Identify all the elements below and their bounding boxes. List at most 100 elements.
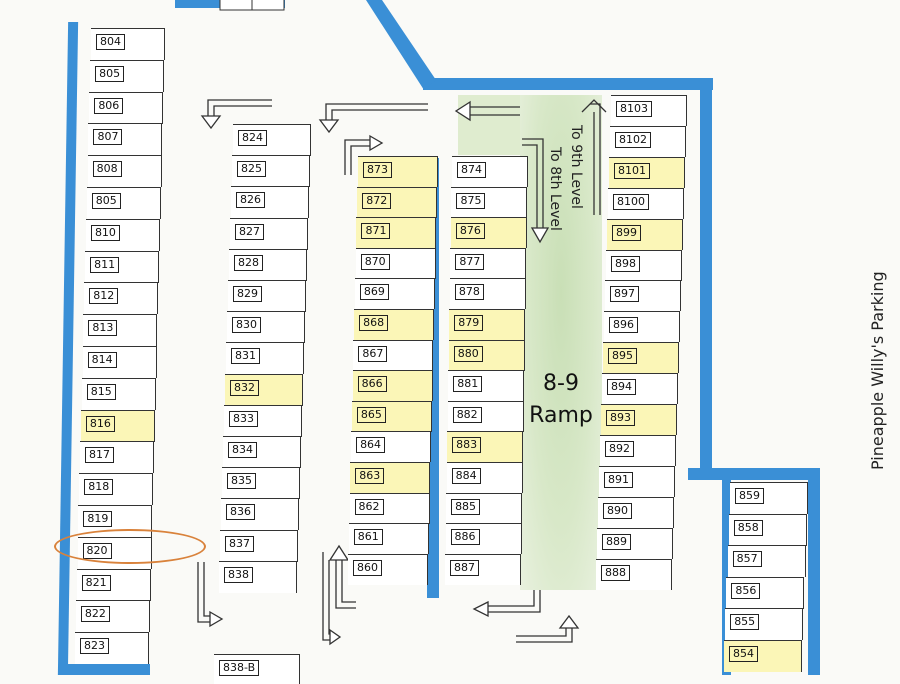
- parking-spot-828[interactable]: 828: [229, 248, 307, 281]
- parking-spot-854[interactable]: 854: [724, 639, 802, 672]
- parking-spot-818[interactable]: 818: [79, 473, 154, 506]
- parking-spot-8100[interactable]: 8100: [608, 187, 684, 219]
- parking-spot-892[interactable]: 892: [600, 434, 676, 466]
- parking-spot-806[interactable]: 806: [89, 91, 164, 124]
- parking-spot-831[interactable]: 831: [226, 342, 304, 375]
- parking-spot-881[interactable]: 881: [448, 370, 525, 402]
- parking-spot-824[interactable]: 824: [233, 124, 311, 156]
- parking-spot-886[interactable]: 886: [445, 523, 522, 555]
- parking-spot-891[interactable]: 891: [599, 465, 675, 497]
- parking-spot-827[interactable]: 827: [230, 217, 308, 250]
- parking-spot-865[interactable]: 865: [351, 400, 432, 432]
- parking-spot-895[interactable]: 895: [603, 342, 679, 374]
- spot-number: 890: [603, 502, 632, 519]
- parking-spot-874[interactable]: 874: [452, 156, 528, 187]
- parking-spot-804[interactable]: 804: [91, 28, 165, 60]
- parking-spot-868[interactable]: 868: [354, 309, 435, 340]
- parking-spot-815[interactable]: 815: [81, 377, 156, 410]
- spot-number: 807: [93, 129, 123, 146]
- spot-number: 855: [730, 614, 760, 630]
- parking-spot-837[interactable]: 837: [220, 529, 298, 562]
- parking-spot-825[interactable]: 825: [232, 155, 310, 188]
- parking-spot-805[interactable]: 805: [86, 187, 161, 219]
- parking-spot-826[interactable]: 826: [231, 186, 309, 219]
- parking-spot-838-b[interactable]: 838-B: [214, 654, 300, 684]
- parking-spot-864[interactable]: 864: [351, 431, 432, 463]
- parking-spot-859[interactable]: 859: [730, 482, 808, 514]
- parking-spot-829[interactable]: 829: [228, 280, 306, 312]
- parking-spot-808[interactable]: 808: [87, 155, 162, 188]
- parking-spot-817[interactable]: 817: [80, 441, 155, 474]
- spot-number: 8102: [615, 131, 651, 148]
- spot-number: 834: [228, 442, 257, 458]
- parking-spot-810[interactable]: 810: [85, 218, 160, 251]
- parking-spot-814[interactable]: 814: [82, 346, 157, 378]
- parking-spot-861[interactable]: 861: [348, 523, 429, 555]
- parking-spot-894[interactable]: 894: [602, 373, 678, 405]
- parking-spot-871[interactable]: 871: [356, 217, 437, 249]
- parking-spot-833[interactable]: 833: [224, 404, 302, 437]
- parking-spot-889[interactable]: 889: [597, 527, 673, 559]
- parking-spot-832[interactable]: 832: [225, 373, 303, 406]
- parking-spot-897[interactable]: 897: [605, 280, 681, 312]
- parking-spot-875[interactable]: 875: [451, 186, 528, 218]
- parking-spot-876[interactable]: 876: [450, 217, 527, 249]
- parking-spot-870[interactable]: 870: [355, 247, 436, 279]
- parking-spot-880[interactable]: 880: [448, 339, 525, 371]
- parking-spot-857[interactable]: 857: [727, 545, 806, 577]
- parking-spot-877[interactable]: 877: [450, 247, 527, 279]
- parking-spot-866[interactable]: 866: [352, 370, 433, 402]
- parking-spot-879[interactable]: 879: [449, 309, 526, 340]
- spot-number: 874: [457, 162, 486, 178]
- parking-spot-811[interactable]: 811: [85, 250, 160, 283]
- parking-spot-8102[interactable]: 8102: [610, 125, 686, 157]
- spot-number: 879: [454, 315, 484, 331]
- parking-spot-883[interactable]: 883: [447, 431, 524, 463]
- parking-spot-856[interactable]: 856: [726, 576, 805, 609]
- spot-number: 808: [92, 161, 122, 178]
- parking-spot-835[interactable]: 835: [222, 467, 300, 500]
- parking-spot-885[interactable]: 885: [446, 492, 523, 524]
- spot-number: 898: [611, 255, 640, 272]
- parking-spot-873[interactable]: 873: [358, 156, 438, 187]
- parking-spot-805[interactable]: 805: [90, 59, 165, 92]
- spot-number: 817: [85, 447, 115, 464]
- parking-spot-884[interactable]: 884: [446, 462, 523, 493]
- parking-spot-8101[interactable]: 8101: [609, 156, 685, 188]
- parking-spot-812[interactable]: 812: [84, 282, 159, 315]
- parking-spot-834[interactable]: 834: [223, 436, 301, 468]
- parking-spot-821[interactable]: 821: [76, 568, 151, 601]
- parking-spot-862[interactable]: 862: [349, 492, 430, 524]
- parking-spot-836[interactable]: 836: [221, 498, 299, 531]
- parking-spot-869[interactable]: 869: [354, 278, 435, 310]
- parking-spot-830[interactable]: 830: [227, 311, 305, 344]
- parking-spot-888[interactable]: 888: [596, 558, 672, 590]
- parking-spot-863[interactable]: 863: [350, 462, 431, 493]
- spot-number: 838: [224, 566, 253, 583]
- parking-spot-899[interactable]: 899: [607, 218, 683, 250]
- parking-spot-8103[interactable]: 8103: [611, 95, 687, 126]
- parking-spot-896[interactable]: 896: [604, 311, 680, 343]
- to-ninth-level-label: To 9th Level: [568, 125, 584, 209]
- parking-spot-816[interactable]: 816: [80, 409, 155, 442]
- parking-spot-822[interactable]: 822: [75, 600, 150, 633]
- parking-spot-838[interactable]: 838: [219, 560, 297, 593]
- parking-spot-882[interactable]: 882: [447, 400, 524, 432]
- spot-number: 897: [610, 286, 639, 303]
- parking-spot-898[interactable]: 898: [606, 249, 682, 281]
- parking-spot-860[interactable]: 860: [348, 553, 428, 585]
- parking-spot-807[interactable]: 807: [88, 123, 163, 156]
- parking-spot-823[interactable]: 823: [75, 632, 149, 665]
- parking-spot-887[interactable]: 887: [445, 553, 521, 585]
- parking-spot-893[interactable]: 893: [601, 404, 677, 435]
- spot-number: 833: [229, 410, 258, 427]
- spot-number: 871: [361, 223, 391, 240]
- parking-spot-878[interactable]: 878: [449, 278, 526, 310]
- parking-spot-872[interactable]: 872: [357, 186, 438, 218]
- parking-spot-867[interactable]: 867: [353, 339, 434, 371]
- parking-spot-890[interactable]: 890: [598, 496, 674, 528]
- parking-spot-858[interactable]: 858: [728, 513, 807, 546]
- parking-spot-813[interactable]: 813: [83, 314, 158, 347]
- parking-spot-855[interactable]: 855: [725, 608, 804, 640]
